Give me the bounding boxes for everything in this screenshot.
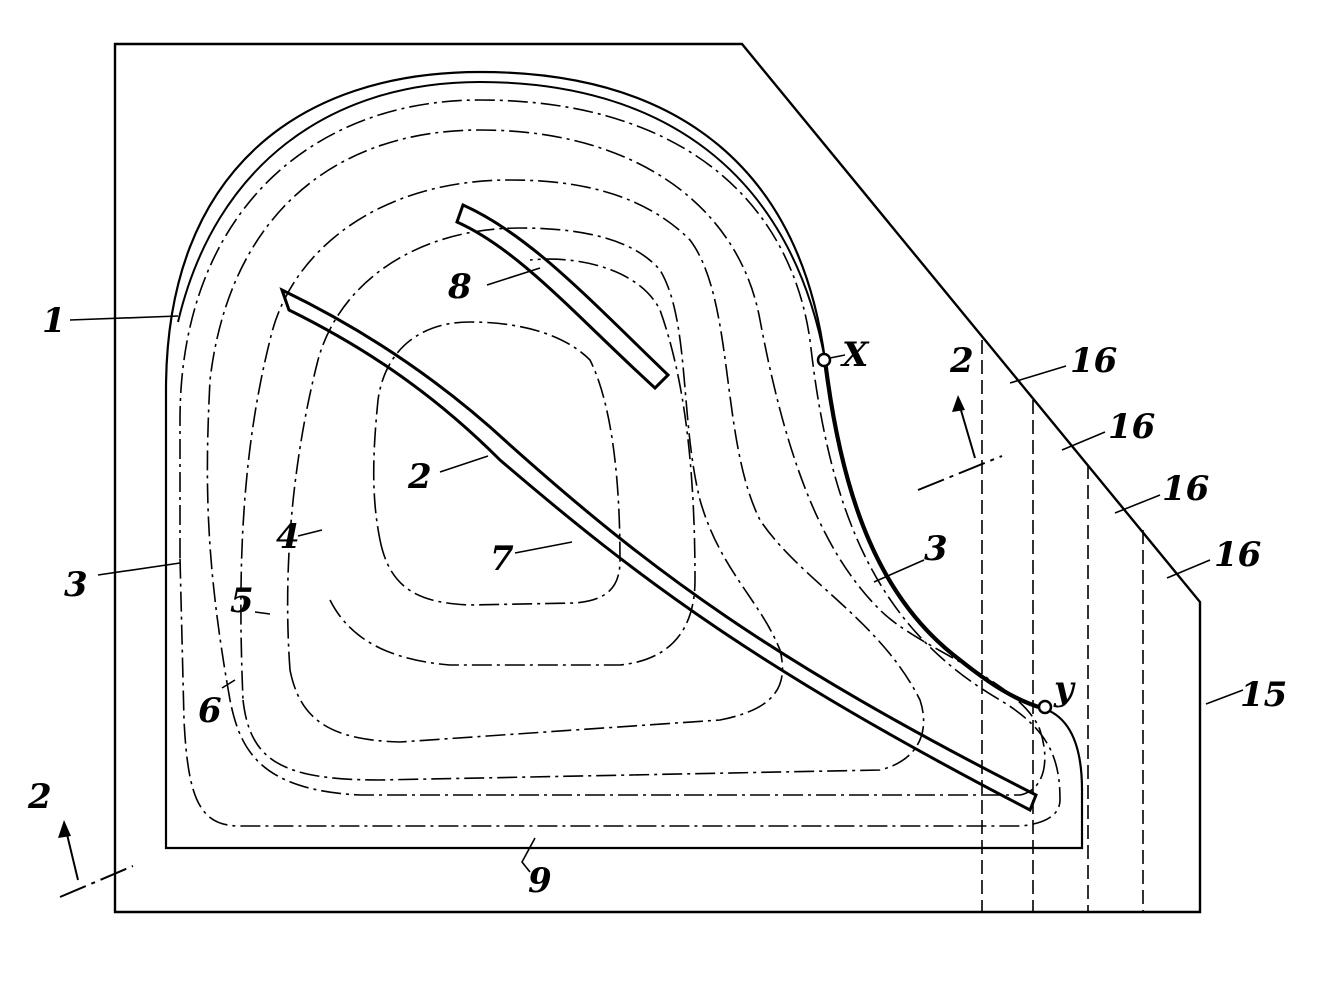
point-x-marker <box>816 352 832 368</box>
leader-15 <box>1205 689 1244 705</box>
label-2-upper: 2 <box>949 341 974 381</box>
leader-3-left <box>97 562 181 576</box>
outer-plate-outline <box>113 42 1202 914</box>
leader-16-b <box>1061 431 1106 451</box>
section-marker-upper-line <box>917 455 1003 491</box>
cavity-edge-x-y <box>822 359 1043 711</box>
label-2-lower: 2 <box>27 777 52 817</box>
label-3-right: 3 <box>924 529 948 569</box>
section-marker-upper-arrowhead <box>952 395 965 412</box>
leader-7 <box>514 541 573 554</box>
label-5: 5 <box>230 581 254 621</box>
leader-x <box>829 354 846 359</box>
leader-1 <box>69 315 179 321</box>
leader-6 <box>221 679 236 689</box>
label-16-a: 16 <box>1070 341 1117 381</box>
section-marker-lower-line <box>59 865 134 898</box>
leader-4 <box>297 529 323 537</box>
label-9: 9 <box>528 861 552 901</box>
label-point-y: y <box>1053 669 1076 709</box>
label-4: 4 <box>276 517 300 557</box>
leader-8 <box>486 267 541 286</box>
contour-5 <box>240 179 925 781</box>
label-15: 15 <box>1240 675 1287 715</box>
base-inner-outline <box>164 70 1084 850</box>
label-point-x: X <box>840 335 870 375</box>
label-16-b: 16 <box>1108 407 1155 447</box>
contour-3 <box>179 99 1061 827</box>
label-1: 1 <box>42 301 66 341</box>
label-3-left: 3 <box>64 565 88 605</box>
leader-16-d <box>1166 559 1211 579</box>
contour-6 <box>206 129 1046 796</box>
label-16-d: 16 <box>1214 535 1261 575</box>
label-2-inner: 2 <box>407 457 432 497</box>
leader-3-right <box>873 559 925 583</box>
label-16-c: 16 <box>1162 469 1209 509</box>
contour-4 <box>286 227 784 743</box>
point-y-marker <box>1037 699 1053 715</box>
groove-2 <box>279 287 1038 813</box>
label-7: 7 <box>490 539 514 579</box>
section-marker-lower-arrowhead <box>58 820 71 838</box>
contour-7-outer <box>329 258 696 666</box>
label-6: 6 <box>198 691 222 731</box>
leader-2-inner <box>439 455 489 473</box>
leader-16-c <box>1114 494 1161 514</box>
leader-9 <box>521 837 536 873</box>
leader-5 <box>254 611 271 615</box>
cavity-outline-1 <box>177 80 826 361</box>
leader-16-a <box>1009 365 1067 384</box>
contour-7 <box>372 321 621 606</box>
label-8: 8 <box>447 267 472 307</box>
groove-8 <box>455 202 671 391</box>
